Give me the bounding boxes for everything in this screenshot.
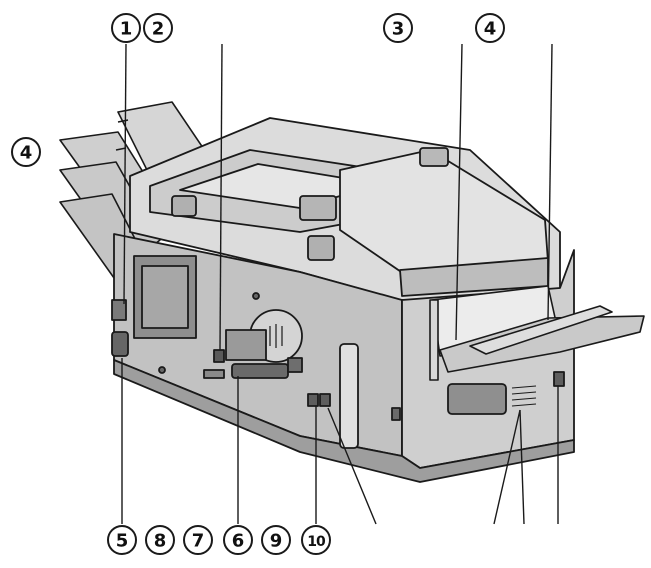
callout-markers: 1 2 3 4 4 5 8 7 [11, 13, 505, 555]
callout-5-label: 5 [116, 531, 129, 552]
leader-vent-a [493, 409, 521, 525]
callout-10: 10 [301, 525, 331, 555]
connector-panel [225, 329, 267, 361]
callout-1-label: 1 [120, 19, 133, 40]
callout-9: 9 [261, 525, 291, 555]
leader-2 [219, 43, 223, 351]
callout-3-label: 3 [392, 19, 405, 40]
callout-6: 6 [223, 525, 253, 555]
power-inlet [111, 299, 127, 321]
callout-2: 2 [143, 13, 173, 43]
callout-10-label: 10 [307, 534, 326, 550]
callout-7-label: 7 [192, 531, 205, 552]
ext-jack [319, 393, 331, 407]
callout-4-top: 4 [475, 13, 505, 43]
line-jack [307, 393, 319, 407]
leader-3 [455, 43, 463, 341]
guide-knob-center [299, 195, 337, 221]
callout-4-left-label: 4 [20, 143, 33, 164]
callout-4-left: 4 [11, 137, 41, 167]
leader-jack-a [327, 407, 377, 525]
leader-vent-b [519, 409, 525, 525]
callout-8: 8 [145, 525, 175, 555]
guide-knob-top [419, 147, 449, 167]
callout-5: 5 [107, 525, 137, 555]
leader-4 [547, 43, 553, 321]
vertical-slot [339, 343, 359, 449]
callout-9-label: 9 [270, 531, 283, 552]
ventilation-grille [511, 385, 537, 407]
output-tray [429, 285, 645, 381]
callout-2-label: 2 [152, 19, 165, 40]
leader-1 [123, 43, 127, 305]
leader-lines [121, 43, 559, 525]
power-switch [111, 331, 129, 357]
callout-6-label: 6 [232, 531, 245, 552]
usb-port [231, 363, 289, 379]
callout-4-top-label: 4 [484, 19, 497, 40]
callout-3: 3 [383, 13, 413, 43]
guide-knob-right [307, 235, 335, 261]
carry-handle [447, 383, 507, 415]
callout-8-label: 8 [154, 531, 167, 552]
guide-knob-left [171, 195, 197, 217]
callout-7: 7 [183, 525, 213, 555]
callout-1: 1 [111, 13, 141, 43]
right-connector [553, 371, 565, 387]
